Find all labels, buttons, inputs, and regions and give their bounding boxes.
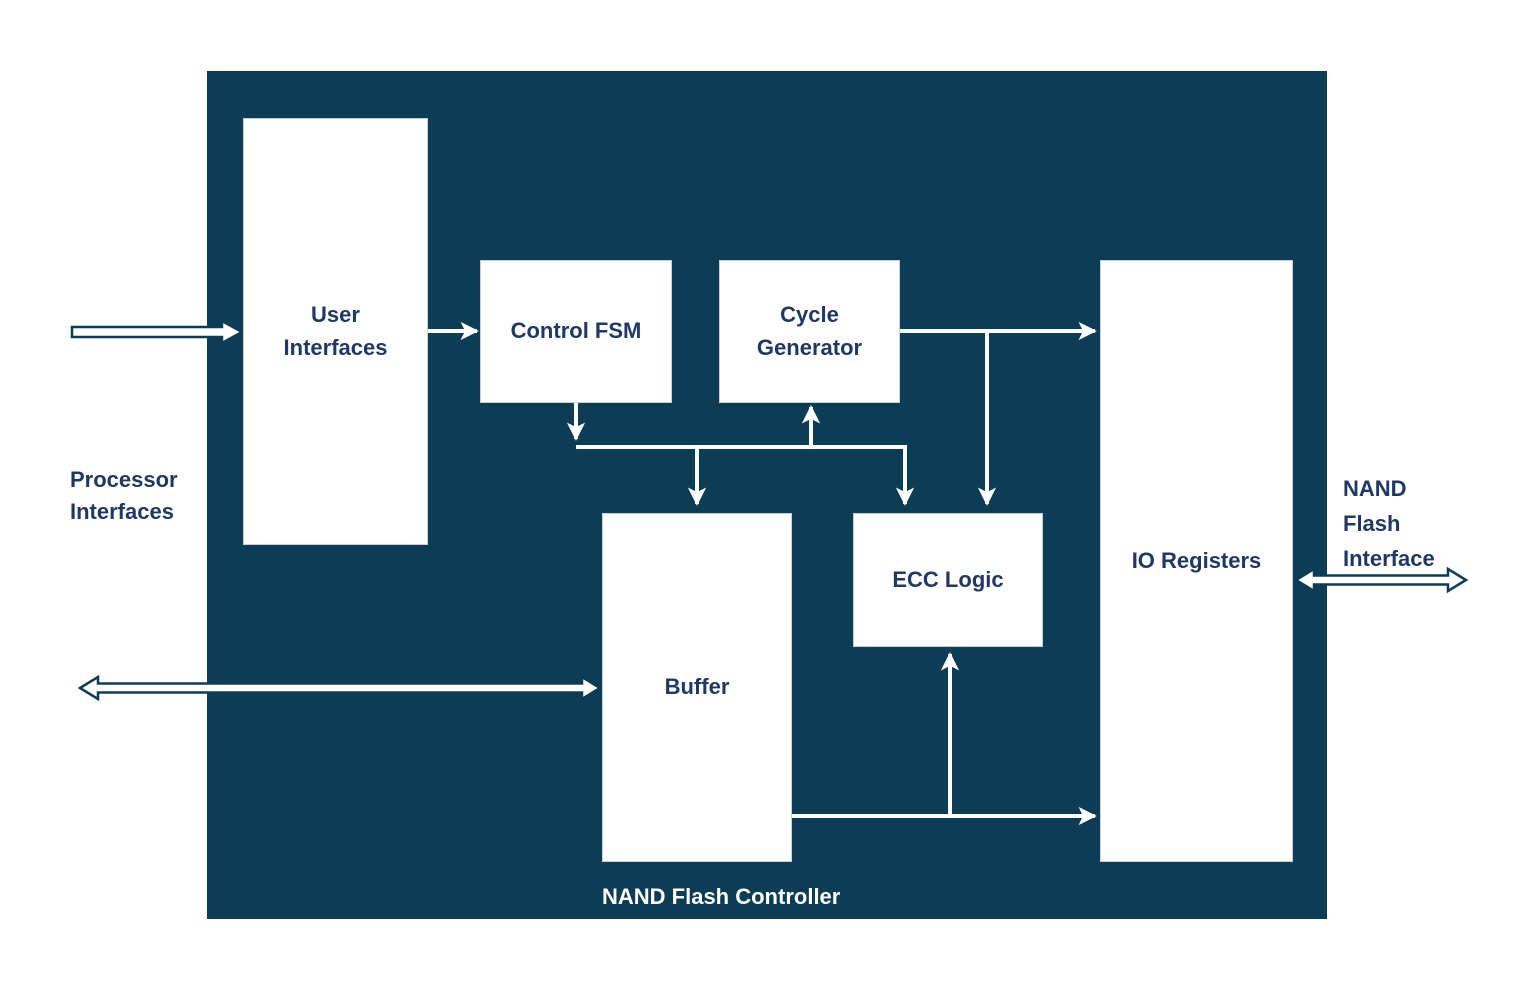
block-ecc-logic: ECC Logic bbox=[853, 513, 1043, 647]
block-user-interfaces-label: User Interfaces bbox=[283, 301, 388, 360]
block-cycle-generator: Cycle Generator bbox=[719, 260, 900, 403]
processor-interfaces-label: Processor Interfaces bbox=[70, 467, 178, 524]
block-buffer: Buffer bbox=[602, 513, 792, 862]
block-control-fsm: Control FSM bbox=[480, 260, 672, 403]
block-cycle-generator-label: Cycle Generator bbox=[756, 301, 863, 360]
block-ecc-logic-label: ECC Logic bbox=[892, 566, 1004, 592]
block-io-registers: IO Registers bbox=[1100, 260, 1293, 862]
block-user-interfaces: User Interfaces bbox=[243, 118, 428, 545]
block-io-registers-label: IO Registers bbox=[1131, 547, 1262, 573]
container-title: NAND Flash Controller bbox=[602, 884, 841, 909]
block-control-fsm-label: Control FSM bbox=[510, 318, 642, 344]
block-buffer-label: Buffer bbox=[664, 674, 730, 700]
nand-flash-interface-label: NAND Flash Interface bbox=[1343, 476, 1435, 571]
